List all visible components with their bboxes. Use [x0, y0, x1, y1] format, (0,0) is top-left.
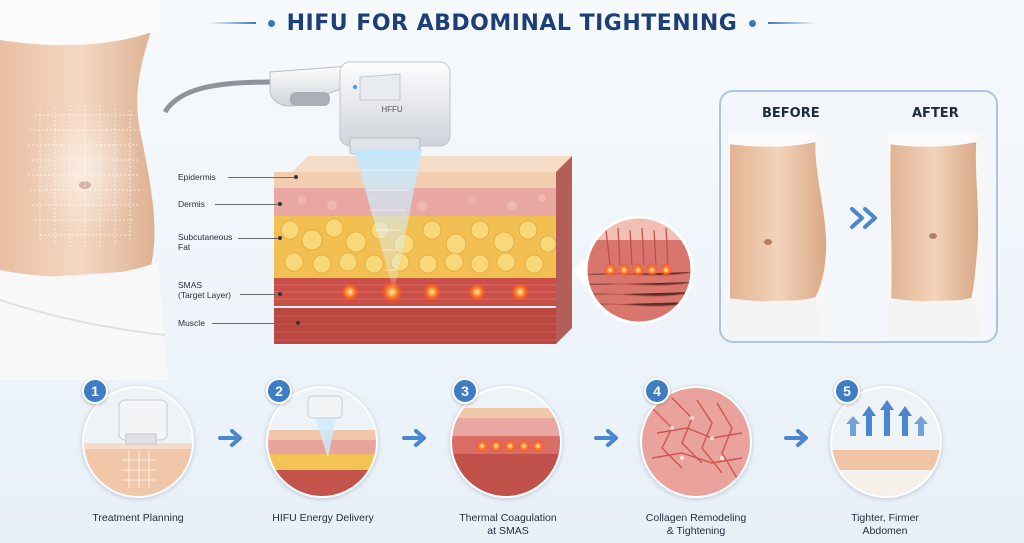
step-3-caption: Thermal Coagulation at SMAS — [459, 512, 557, 537]
leader-dot-epidermis — [294, 175, 298, 179]
title-line-right — [768, 22, 817, 24]
leader-dot-fat — [278, 236, 282, 240]
step-1-image — [82, 386, 194, 498]
hifu-handpiece: HFFU — [162, 61, 451, 155]
layer-label-epidermis: Epidermis — [178, 172, 216, 182]
title-dot-right — [749, 19, 757, 27]
title-bar: HIFU FOR ABDOMINAL TIGHTENING — [200, 6, 824, 40]
step-5-image — [830, 386, 942, 498]
layer-label-muscle: Muscle — [178, 318, 205, 328]
arrow-right-icon — [218, 429, 242, 447]
step-2-badge: 2 — [266, 378, 292, 404]
leader-line-fat — [238, 238, 279, 239]
up-arrows-icon — [846, 400, 928, 436]
leader-line-smas — [240, 294, 279, 295]
layer-label-fat: Subcutaneous Fat — [178, 232, 233, 252]
step-4-badge: 4 — [644, 378, 670, 404]
step-4-caption: Collagen Remodeling & Tightening — [645, 512, 747, 537]
leader-line-dermis — [215, 204, 279, 205]
title-line-left — [207, 22, 256, 24]
after-photo — [885, 132, 985, 337]
step-4-image — [640, 386, 752, 498]
after-label: AFTER — [912, 106, 959, 121]
before-label: BEFORE — [762, 106, 820, 121]
leader-line-epidermis — [228, 177, 294, 178]
leader-dot-muscle — [296, 321, 300, 325]
page-title: HIFU FOR ABDOMINAL TIGHTENING — [286, 10, 738, 36]
torso-illustration — [0, 0, 168, 380]
leader-dot-dermis — [278, 202, 282, 206]
step-2-image — [266, 386, 378, 498]
arrow-right-icon — [594, 429, 618, 447]
title-dot-left — [267, 19, 275, 27]
before-photo — [728, 132, 828, 337]
device-label: HFFU — [381, 105, 403, 114]
step-1-badge: 1 — [82, 378, 108, 404]
layer-label-dermis: Dermis — [178, 199, 205, 209]
step-3-badge: 3 — [452, 378, 478, 404]
skin-layers-diagram — [274, 150, 588, 344]
step-1-caption: Treatment Planning — [92, 512, 184, 524]
step-3-image — [450, 386, 562, 498]
step-5-badge: 5 — [834, 378, 860, 404]
collagen-zoom-circle — [584, 215, 694, 325]
step-2-caption: HIFU Energy Delivery — [272, 512, 374, 524]
chevron-double-right-icon — [850, 207, 877, 229]
leader-dot-smas — [278, 292, 282, 296]
arrow-right-icon — [784, 429, 808, 447]
arrow-right-icon — [402, 429, 426, 447]
step-5-caption: Tighter, Firmer Abdomen — [851, 512, 919, 537]
layer-label-smas: SMAS (Target Layer) — [178, 280, 231, 300]
leader-line-muscle — [212, 323, 296, 324]
